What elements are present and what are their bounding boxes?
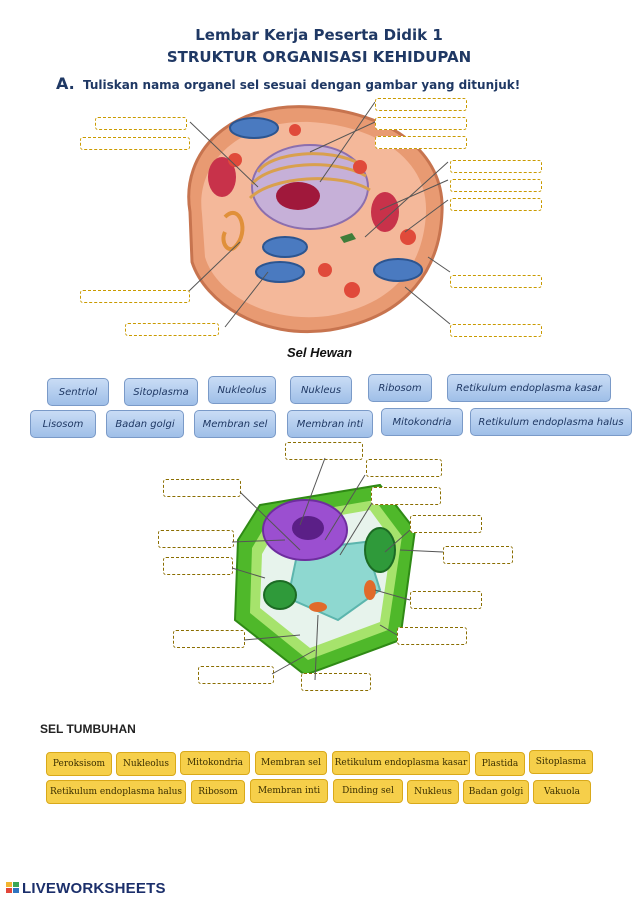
instruction-letter: A. [56, 74, 75, 93]
answer-box[interactable] [301, 673, 371, 691]
liveworksheets-icon [6, 882, 19, 893]
animal-cell-illustration [187, 101, 451, 333]
plant-cell-illustration [233, 483, 417, 677]
answer-box[interactable] [375, 136, 467, 149]
answer-box[interactable] [371, 487, 441, 505]
answer-box[interactable] [125, 323, 219, 336]
instruction: A. Tuliskan nama organel sel sesuai deng… [56, 74, 520, 93]
word-chip[interactable]: Plastida [475, 752, 525, 776]
answer-box[interactable] [173, 630, 245, 648]
word-chip[interactable]: Ribosom [191, 780, 245, 804]
word-chip[interactable]: Mitokondria [381, 408, 463, 436]
animal-cell-caption: Sel Hewan [287, 345, 353, 360]
liveworksheets-logo: LIVEWORKSHEETS [6, 880, 166, 897]
plant-cell-leader-lines [231, 457, 444, 681]
answer-box[interactable] [375, 117, 467, 130]
answer-box[interactable] [95, 117, 187, 130]
word-chip[interactable]: Dinding sel [333, 779, 403, 803]
answer-box[interactable] [198, 666, 274, 684]
answer-box[interactable] [410, 515, 482, 533]
word-chip[interactable]: Nukleolus [208, 376, 276, 404]
word-chip[interactable]: Lisosom [30, 410, 96, 438]
word-chip[interactable]: Mitokondria [180, 751, 250, 775]
word-chip[interactable]: Ribosom [368, 374, 432, 402]
worksheet-subtitle: STRUKTUR ORGANISASI KEHIDUPAN [166, 48, 472, 66]
answer-box[interactable] [163, 557, 233, 575]
word-chip[interactable]: Sentriol [47, 378, 109, 406]
answer-box[interactable] [397, 627, 467, 645]
word-chip[interactable]: Badan golgi [463, 780, 529, 804]
answer-box[interactable] [158, 530, 234, 548]
answer-box[interactable] [375, 98, 467, 111]
word-chip[interactable]: Nukleus [290, 376, 352, 404]
answer-box[interactable] [450, 160, 542, 173]
word-chip[interactable]: Badan golgi [106, 410, 184, 438]
answer-box[interactable] [443, 546, 513, 564]
answer-box[interactable] [163, 479, 241, 497]
word-chip[interactable]: Retikulum endoplasma kasar [447, 374, 611, 402]
word-chip[interactable]: Sitoplasma [529, 750, 593, 774]
word-chip[interactable]: Peroksisom [46, 752, 112, 776]
answer-box[interactable] [80, 290, 190, 303]
word-chip[interactable]: Sitoplasma [124, 378, 198, 406]
word-chip[interactable]: Retikulum endoplasma kasar [332, 751, 470, 775]
answer-box[interactable] [450, 275, 542, 288]
answer-box[interactable] [80, 137, 190, 150]
plant-cell-heading: SEL TUMBUHAN [40, 722, 136, 736]
instruction-text: Tuliskan nama organel sel sesuai dengan … [82, 78, 521, 92]
word-chip[interactable]: Retikulum endoplasma halus [470, 408, 632, 436]
liveworksheets-logo-text: LIVEWORKSHEETS [22, 880, 166, 897]
word-chip[interactable]: Membran inti [287, 410, 373, 438]
word-chip[interactable]: Membran sel [255, 751, 327, 775]
answer-box[interactable] [450, 179, 542, 192]
word-chip[interactable]: Vakuola [533, 780, 591, 804]
word-chip[interactable]: Retikulum endoplasma halus [46, 780, 186, 804]
worksheet-title: Lembar Kerja Peserta Didik 1 [195, 26, 443, 44]
answer-box[interactable] [410, 591, 482, 609]
answer-box[interactable] [366, 459, 442, 477]
word-chip[interactable]: Nukleus [407, 780, 459, 804]
answer-box[interactable] [450, 198, 542, 211]
word-chip[interactable]: Membran inti [250, 779, 328, 803]
word-chip[interactable]: Nukleolus [116, 752, 176, 776]
word-chip[interactable]: Membran sel [194, 410, 276, 438]
answer-box[interactable] [450, 324, 542, 337]
